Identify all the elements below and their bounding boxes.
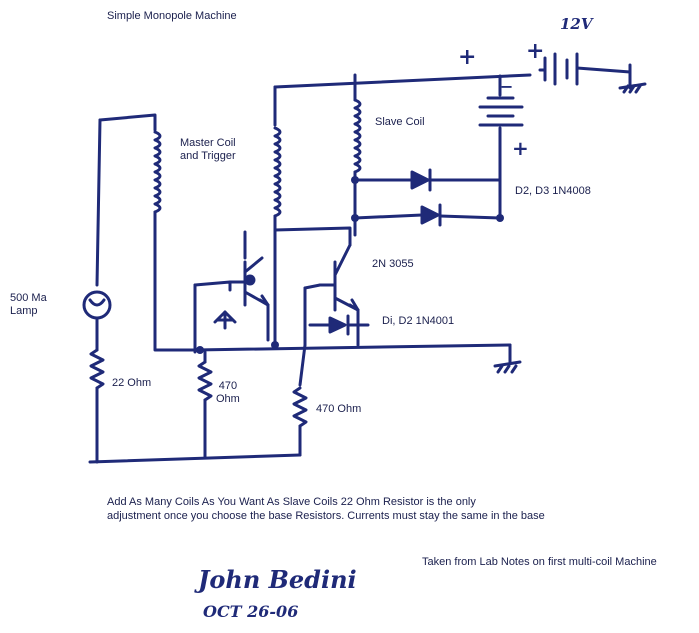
top-rail-wire <box>273 73 532 89</box>
diode-d3 <box>353 203 502 227</box>
master-coil-left <box>273 85 282 347</box>
bottom-return-wire <box>88 453 302 464</box>
voltage-label: 12V <box>560 15 593 33</box>
transistor-label: 2N 3055 <box>372 258 414 270</box>
slave-coil-label: Slave Coil <box>375 116 425 128</box>
ground-symbol-bottom <box>493 360 522 374</box>
base-network-q2 <box>303 283 370 347</box>
transistor-q1 <box>228 256 270 307</box>
collector-link <box>273 226 352 247</box>
plus-label-top-right: + <box>526 38 545 64</box>
lamp-symbol <box>82 290 112 320</box>
junction-dots <box>196 176 504 354</box>
resistor-22-ohm <box>89 348 105 464</box>
resistor-470-a <box>197 350 213 460</box>
plus-label-battery: + <box>512 136 529 160</box>
signature-date: OCT 26-06 <box>203 602 299 621</box>
note-line-2: adjustment once you choose the base Resi… <box>107 510 545 522</box>
ground-symbol-top <box>618 63 647 94</box>
resistor-22-label: 22 Ohm <box>112 377 152 389</box>
trigger-coil <box>98 113 202 352</box>
diodes-d2-d3-label: D2, D3 1N4008 <box>515 185 591 197</box>
master-coil-label: Master Coil and Trigger <box>180 137 236 162</box>
note-line-1: Add As Many Coils As You Want As Slave C… <box>107 496 476 508</box>
lamp-label: 500 Ma Lamp <box>10 292 47 317</box>
signature-name: John Bedini <box>198 565 357 594</box>
plus-label-top-left: + <box>458 44 477 70</box>
resistor-470-a-label: 470 Ohm <box>216 380 240 405</box>
base-network-q1 <box>193 280 270 354</box>
charge-battery-symbol <box>478 74 524 220</box>
resistor-470-b <box>292 343 308 457</box>
resistor-470-b-label: 470 Ohm <box>316 403 362 415</box>
source-note: Taken from Lab Notes on first multi-coil… <box>422 556 657 568</box>
diode-d2 <box>353 168 502 192</box>
battery-12v-symbol <box>538 52 632 86</box>
transistor-q2 <box>318 243 360 312</box>
diodes-d1-d2-label: Di, D2 1N4001 <box>382 315 455 327</box>
diagram-title: Simple Monopole Machine <box>107 10 237 22</box>
minus-label-battery: − <box>500 77 514 96</box>
emitter-bus <box>193 343 512 352</box>
lamp-top-wire <box>95 118 102 287</box>
slave-coil <box>353 73 362 237</box>
